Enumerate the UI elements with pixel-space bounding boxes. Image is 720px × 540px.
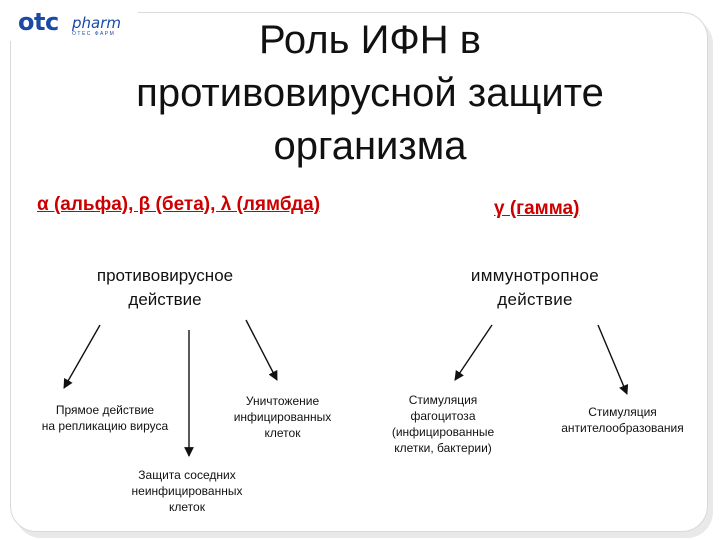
heading-alpha-beta-lambda: α (альфа), β (бета), λ (лямбда) [37, 194, 321, 215]
antiviral-action-label: противовирусное действие [96, 266, 234, 309]
arrow-to-antibody [597, 324, 629, 395]
otc-pharm-logo: otc pharm ОТЕС ФАРМ [8, 4, 138, 42]
arrow-to-direct-action [63, 324, 101, 389]
logo-tagline: ОТЕС ФАРМ [72, 31, 116, 37]
immunotropic-action-label: иммунотропное действие [470, 266, 600, 309]
arrow-to-destruction [245, 319, 278, 381]
logo-brand: otc [18, 8, 59, 36]
outcome-protect-neighbors: Защита соседних неинфицированных клеток [131, 468, 243, 514]
logo-sub: pharm [72, 14, 121, 32]
outcome-destroy-infected: Уничтожение инфицированных клеток [233, 394, 332, 440]
heading-gamma: γ (гамма) [494, 198, 580, 219]
outcome-antibody: Стимуляция антителообразования [561, 405, 684, 435]
arrow-to-phagocytosis [454, 324, 493, 381]
outcome-direct-action: Прямое действие на репликацию вируса [41, 403, 169, 433]
slide-frame [10, 12, 708, 532]
slide-title: Роль ИФН в противовирусной защите органи… [136, 18, 604, 168]
outcome-phagocytosis: Стимуляция фагоцитоза (инфицированные кл… [391, 393, 495, 455]
